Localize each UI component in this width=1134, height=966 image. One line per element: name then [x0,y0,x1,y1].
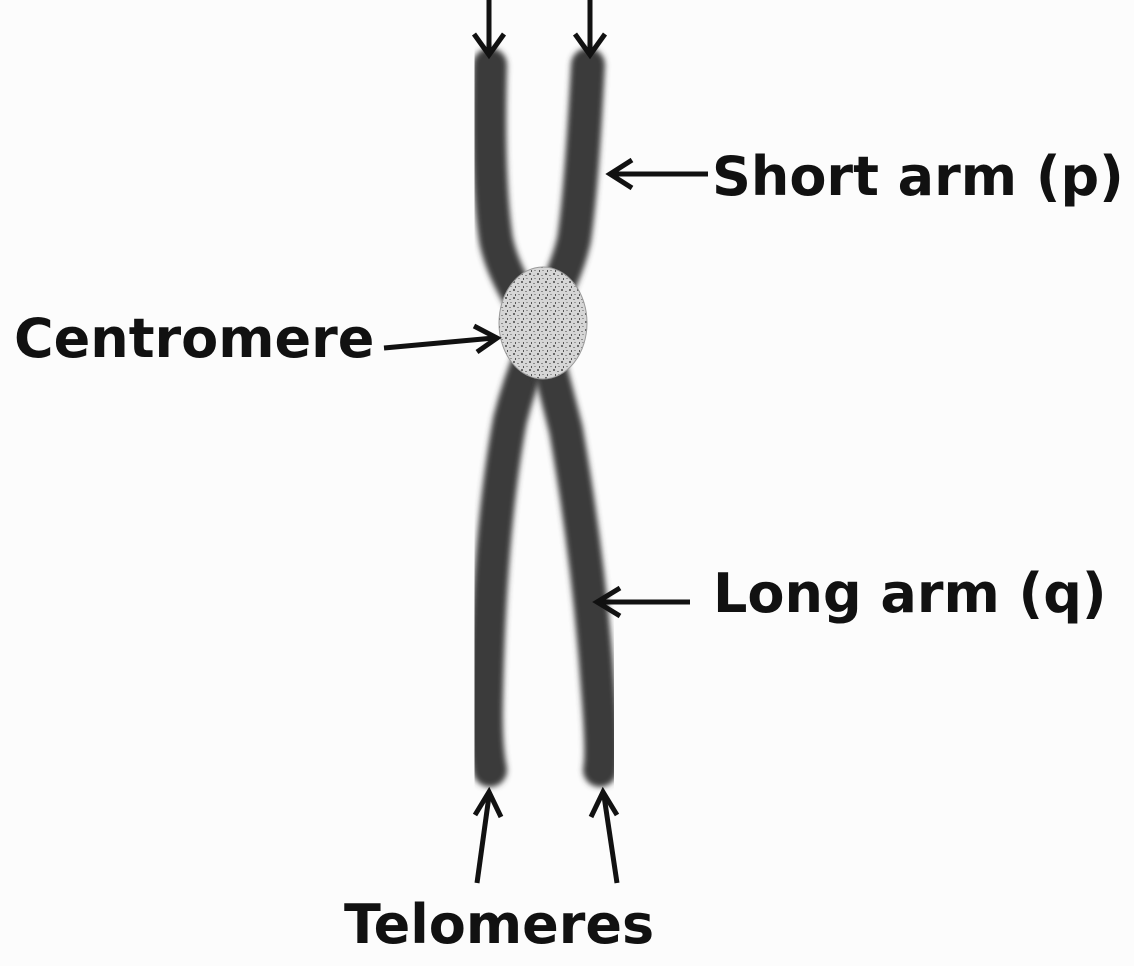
telomere-arrow-bottom-left [475,792,501,883]
chromatid-right [540,65,601,770]
telomere-arrow-bottom-right [591,792,617,883]
short-arm-label: Short arm (p) [712,150,1124,204]
long-arm-arrow [597,588,690,616]
telomere-arrow-top-right [575,0,605,55]
centromere-shape [499,267,587,379]
telomeres-label: Telomeres [344,898,654,952]
centromere-label: Centromere [14,312,374,366]
short-arm-arrow [610,160,708,188]
centromere-arrow [384,326,497,352]
chromatid-left [486,65,540,770]
long-arm-label: Long arm (q) [713,567,1107,621]
telomere-arrow-top-left [474,0,504,55]
